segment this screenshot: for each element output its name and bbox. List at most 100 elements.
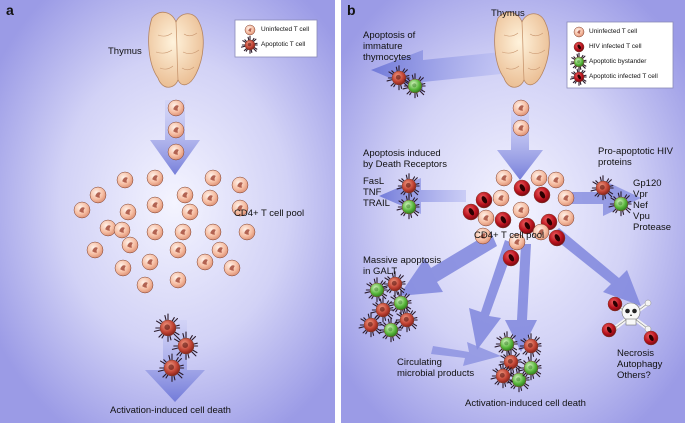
cd4-pool-label: CD4+ T cell pool <box>474 230 545 241</box>
uninfected-cell <box>204 169 222 187</box>
uninfected-cell <box>532 223 550 241</box>
uninfected-cell <box>99 219 117 237</box>
apoptotic-bystander-cell <box>388 290 412 316</box>
uninfected-cell <box>141 253 159 271</box>
death-receptor-list: FasL TNF TRAIL <box>363 176 390 209</box>
hiv-infected-cell <box>548 229 566 247</box>
legend-uninfected-cell-icon <box>244 24 256 36</box>
hiv-infected-cell <box>502 249 520 267</box>
uninfected-cell <box>167 99 185 117</box>
uninfected-cell <box>116 171 134 189</box>
uninfected-cell <box>181 203 199 221</box>
uninfected-cell <box>169 241 187 259</box>
uninfected-cell <box>557 189 575 207</box>
uninfected-cell <box>204 223 222 241</box>
uninfected-cell <box>238 223 256 241</box>
apoptotic-bystander-cell <box>494 331 518 357</box>
uninfected-cell <box>73 201 91 219</box>
apoptotic-cell <box>490 363 514 389</box>
uninfected-cell <box>512 99 530 117</box>
uninfected-cell <box>119 203 137 221</box>
hiv-infected-cell <box>475 191 493 209</box>
uninfected-cell <box>146 196 164 214</box>
thymus-label: Thymus <box>108 46 142 57</box>
uninfected-cell <box>113 221 131 239</box>
apoptotic-cell <box>386 65 410 91</box>
apoptotic-cell <box>358 312 382 338</box>
immature-apoptosis-label: Apoptosis of immature thymocytes <box>363 30 416 63</box>
uninfected-cell <box>196 253 214 271</box>
uninfected-cell <box>557 209 575 227</box>
uninfected-cell <box>231 176 249 194</box>
panel-a-label: a <box>6 2 14 18</box>
panel-b: b Thymus Uninfected T cell HIV infected … <box>341 0 685 423</box>
hiv-infected-cell <box>518 217 536 235</box>
panel-b-background <box>341 0 685 423</box>
hiv-infected-cell <box>601 322 617 338</box>
apoptotic-cell <box>153 313 181 342</box>
uninfected-cell <box>231 199 249 217</box>
cd4-pool-label: CD4+ T cell pool <box>234 208 305 219</box>
galt-arrow <box>399 232 497 296</box>
hiv-infected-cell <box>462 203 480 221</box>
legend-apoptotic-infected-cell-icon <box>569 67 587 86</box>
thymus-label: Thymus <box>491 8 525 19</box>
uninfected-cell <box>223 259 241 277</box>
uninfected-cell <box>530 169 548 187</box>
uninfected-cell <box>136 276 154 294</box>
apoptotic-bystander-cell <box>378 317 402 343</box>
apoptotic-bystander-cell <box>364 277 388 303</box>
uninfected-cell <box>474 227 492 245</box>
legend-uninfected-label: Uninfected T cell <box>589 28 638 35</box>
aicd-arrow <box>505 244 537 352</box>
necrosis-arrow <box>551 228 641 306</box>
apoptotic-bystander-cell <box>518 355 542 381</box>
activation-death-label: Activation-induced cell death <box>110 405 231 416</box>
uninfected-cell <box>492 189 510 207</box>
activation-death-label: Activation-induced cell death <box>465 398 586 409</box>
legend-bystander-label: Apoptotic bystander <box>589 58 647 65</box>
panel-a-background <box>0 0 335 423</box>
apoptotic-cell <box>394 307 418 333</box>
hiv-infected-cell <box>494 211 512 229</box>
uninfected-cell <box>114 259 132 277</box>
apoptotic-bystander-cell <box>608 191 632 217</box>
uninfected-cell <box>512 201 530 219</box>
uninfected-cell <box>167 143 185 161</box>
necrosis-label: Necrosis Autophagy Others? <box>617 348 663 381</box>
apoptotic-cell <box>171 331 199 360</box>
uninfected-cell <box>121 236 139 254</box>
thymus-icon <box>148 11 204 88</box>
uninfected-cell <box>167 121 185 139</box>
hiv-infected-cell <box>643 330 659 346</box>
apoptotic-cell <box>518 333 542 359</box>
uninfected-cell <box>201 189 219 207</box>
uninfected-cell <box>86 241 104 259</box>
hiv-infected-cell <box>533 186 551 204</box>
apoptotic-cell <box>382 271 406 297</box>
apoptotic-bystander-cell <box>396 194 420 220</box>
apoptotic-cell <box>396 173 420 199</box>
pro-apoptotic-hiv-label: Pro-apoptotic HIV proteins <box>598 146 673 168</box>
legend-uninfected-cell-icon <box>573 26 585 38</box>
legend-bystander-cell-icon <box>569 52 587 71</box>
death-receptors-label: Apoptosis induced by Death Receptors <box>363 148 447 170</box>
uninfected-cell <box>176 186 194 204</box>
hiv-protein-list: Gp120 Vpr Nef Vpu Protease <box>633 178 672 233</box>
apoptotic-cell <box>157 353 185 382</box>
legend-apoptotic-infected-label: Apoptotic infected T cell <box>589 73 658 80</box>
uninfected-cell <box>508 233 526 251</box>
apoptotic-cell <box>590 175 614 201</box>
uninfected-cell <box>477 209 495 227</box>
uninfected-cell <box>146 169 164 187</box>
galt-label: Massive apoptosis in GALT <box>363 255 442 277</box>
circulating-arrow <box>431 342 501 366</box>
uninfected-cell <box>169 271 187 289</box>
uninfected-cell <box>211 241 229 259</box>
legend-apoptotic-label: Apoptotic T cell <box>261 41 306 48</box>
thymus-icon <box>494 11 550 88</box>
legend-uninfected-label: Uninfected T cell <box>261 26 310 33</box>
legend-apoptotic-cell-icon <box>240 35 258 54</box>
microbial-arrow <box>469 240 515 350</box>
hiv-infected-cell <box>607 296 623 312</box>
